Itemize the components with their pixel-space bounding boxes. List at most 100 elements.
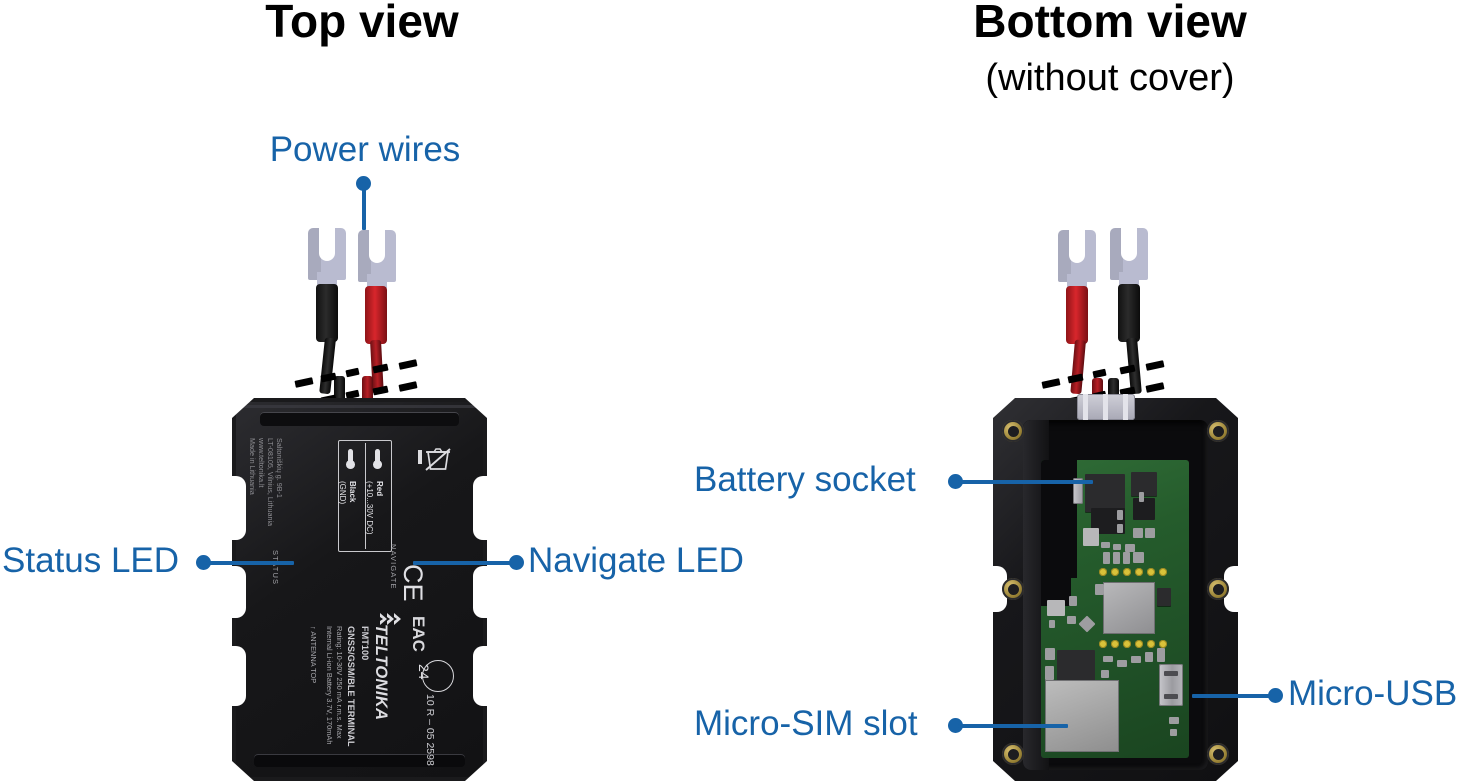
chamfer-bottom-left [232,761,254,781]
callout-battery-socket-line [958,479,1093,484]
component-lower-e [1131,656,1141,663]
e-mark-number: 24 [416,664,432,680]
component-lower-f [1145,652,1153,662]
component-lower-g [1157,648,1165,662]
callout-micro-usb-dot [1268,688,1283,703]
spade-terminal-positive [358,229,396,292]
wire-boot-black-b [1118,284,1140,342]
address-line: LT-08105, Vilnius, Lithuania [266,438,275,527]
pcb-board [1041,460,1189,758]
component-shield-b [1131,472,1157,496]
brand-name: TELTONIKA [372,624,390,721]
label-wiring-box: Black (GND) Red (+10...30V DC) [338,440,392,552]
address-line: Made in Lithuania [248,438,257,495]
chamfer-b-top-right [1216,398,1238,418]
device-top-slot [260,412,459,426]
address-line: www.teltonika.lt [257,438,266,488]
wire-boot-red [365,286,387,344]
solder-pad [1135,568,1143,576]
screw-boss-mid-right [1207,578,1229,600]
case-notch-right-1 [473,476,489,540]
case-notch-left-3 [230,646,246,706]
solder-pad [1099,568,1107,576]
power-wires-bottom-view [1041,227,1172,414]
component-diamond [1078,615,1096,633]
pcb-cutout-upper-left-2 [1069,460,1077,578]
wiring-black-label: Black [348,481,357,503]
solder-pad [1111,640,1119,648]
solder-pad [1135,640,1143,648]
weee-icon [418,446,451,472]
component-chip-f [1139,492,1144,502]
teltonika-chevron-icon [380,613,401,625]
chamfer-b-bottom-right [1216,761,1238,781]
callout-micro-usb-line [1192,693,1272,698]
component-near-usb [1169,717,1179,724]
component-chip-d [1117,510,1123,520]
component-chip-a [1083,528,1099,546]
case-notch-right-2 [473,566,489,618]
component-mid-left [1095,584,1104,595]
solder-pad [1147,568,1155,576]
chamfer-top-right [465,398,487,418]
right-panel-subtitle: (without cover) [985,57,1235,99]
rating-line: Rating: 10-30V 250 mA r.m.s. Max [335,626,344,739]
solder-pad [1111,568,1119,576]
component-chip-l [1123,552,1130,564]
callout-battery-socket-label: Battery socket [694,460,916,499]
micro-sim-slot [1045,680,1119,752]
callout-micro-usb-label: Micro-USB [1288,674,1458,713]
antenna-note: ↑ ANTENNA TOP [309,626,318,684]
callout-status-led-dot [196,555,211,570]
screw-boss-top-left [1002,420,1024,442]
device-bottom-view [991,394,1240,781]
component-chip-h [1113,544,1121,550]
wire-cable-red-b [1070,339,1086,395]
callout-status-led-line [206,560,294,565]
wire-cable-black-lower [334,376,345,408]
device-case-bevel [236,402,483,777]
wire-boot-red-b [1066,286,1088,344]
callout-power-wires-label: Power wires [269,130,461,169]
usb-port-mouth-bottom [1164,694,1178,699]
screw-boss-mid-left [1002,578,1024,600]
wire-cable-red-lower [362,376,373,408]
case-notch-right-3 [473,646,489,706]
callout-micro-sim-dot [948,718,963,733]
address-line: Saltoniškių g. 9B-1 [275,438,284,498]
solder-pad [1123,568,1131,576]
pcb-cutout-upper-left [1041,460,1071,606]
component-small-left-c [1067,616,1076,624]
e-mark-circle: 24 [416,660,454,692]
component-small-left-b [1049,620,1055,628]
screw-boss-top-right [1207,420,1229,442]
chamfer-bottom-right [465,761,487,781]
callout-navigate-led-label: Navigate LED [528,541,744,580]
solder-pad [1099,640,1107,648]
chamfer-b-bottom-left [993,761,1015,781]
power-wires-top-view [294,227,420,410]
callout-navigate-led-dot [509,555,524,570]
component-lower-d [1117,660,1127,667]
e-mark-code: 10 R – 05 2598 [424,694,436,766]
product-type: GNSS/GSM/BLE TERMINAL [346,626,356,747]
solder-pad [1147,640,1155,648]
wire-boot-black [316,284,338,342]
usb-port-mouth-top [1164,671,1178,676]
component-near-usb-2 [1170,729,1177,736]
component-lower-b [1045,666,1054,680]
spade-terminal-positive-b [1058,229,1096,292]
device-bottom-slot [254,754,465,767]
callout-status-led-label: Status LED [2,541,180,580]
component-small-left-a [1069,596,1077,606]
spade-terminal-negative [308,227,346,290]
component-ic-b [1133,498,1155,520]
chamfer-top-left [232,398,254,418]
component-lower-h [1101,670,1109,678]
wiring-red-spec: (+10...30V DC) [365,481,374,535]
solder-pad [1159,640,1167,648]
screw-boss-bottom-left [1002,743,1024,765]
component-chip-e [1117,524,1123,533]
case-notch-b-right [1224,566,1240,612]
component-chip-m [1133,552,1144,563]
